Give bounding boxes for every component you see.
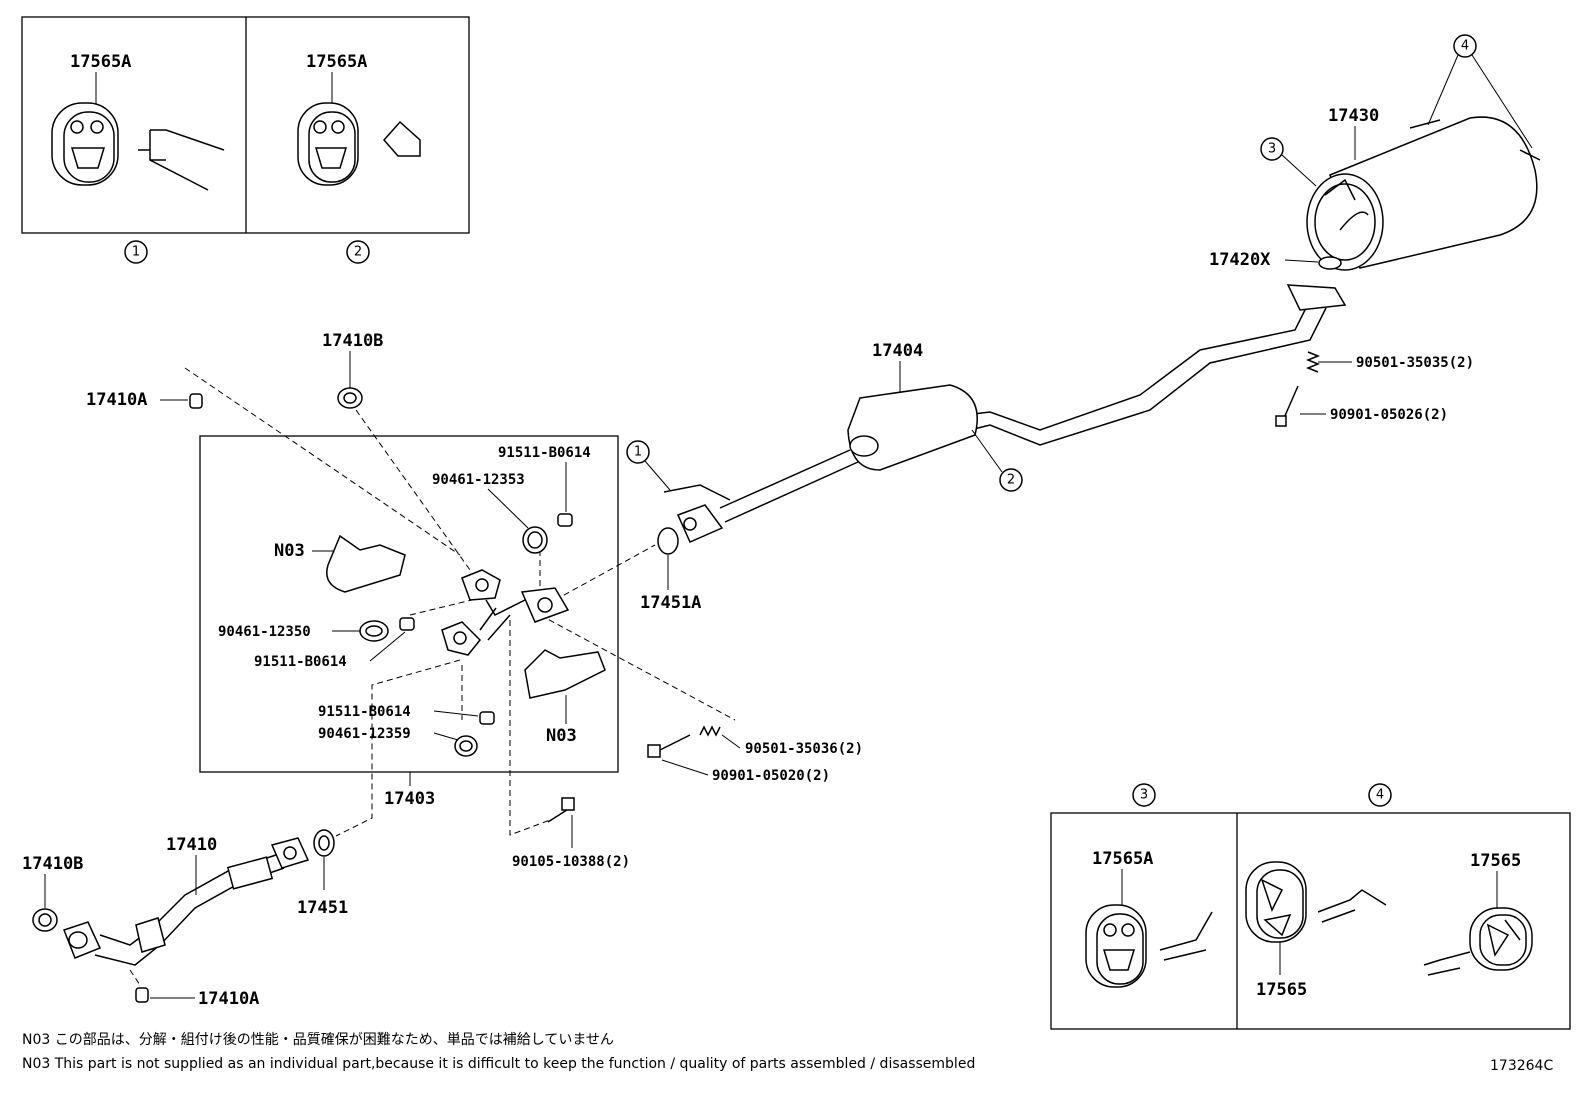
label-17410a-bot[interactable]: 17410A: [198, 989, 259, 1009]
bolt-91511-b0614-a[interactable]: [557, 513, 573, 527]
rubber-hanger-box1[interactable]: [51, 102, 119, 186]
label-91511-b0614-b[interactable]: 91511-B0614: [254, 654, 347, 670]
clamp-90461-12350[interactable]: [359, 620, 389, 642]
gasket-17410b-top[interactable]: [337, 387, 363, 409]
rubber-hanger-box2[interactable]: [297, 102, 359, 186]
svg-text:1: 1: [132, 245, 140, 260]
nut-17410a-top[interactable]: [189, 393, 203, 409]
svg-text:4: 4: [1461, 39, 1469, 54]
assembly-box-17403: [199, 435, 619, 773]
label-17410b-top[interactable]: 17410B: [322, 331, 383, 351]
callout-3-box: 3: [1132, 783, 1156, 807]
label-17410[interactable]: 17410: [166, 835, 217, 855]
tail-muffler[interactable]: [1306, 116, 1541, 271]
bracket-box1: [138, 129, 225, 191]
svg-text:2: 2: [1007, 473, 1015, 488]
label-17404[interactable]: 17404: [872, 341, 923, 361]
bolt-90901-05020[interactable]: [647, 734, 691, 758]
label-17451[interactable]: 17451: [297, 898, 348, 918]
spring-90501-35036[interactable]: [699, 725, 721, 737]
callout-2-box: 2: [346, 240, 370, 264]
label-17565-box4-right[interactable]: 17565: [1470, 851, 1521, 871]
gasket-17420x[interactable]: [1318, 256, 1342, 270]
callout-1-box: 1: [124, 240, 148, 264]
label-n03-b[interactable]: N03: [546, 726, 577, 746]
label-90461-12350[interactable]: 90461-12350: [218, 624, 311, 640]
dashed-guide-d: [539, 614, 736, 721]
callout-3-top: 3: [1260, 137, 1284, 161]
bolt-90105-10388[interactable]: [547, 797, 575, 823]
dashed-guide-e: [335, 659, 461, 837]
note-english: N03 This part is not supplied as an indi…: [22, 1056, 975, 1072]
bolt-91511-b0614-c[interactable]: [479, 711, 495, 725]
label-17565a-box1[interactable]: 17565A: [70, 52, 131, 72]
label-17565a-box3[interactable]: 17565A: [1092, 849, 1153, 869]
bolt-90901-05026[interactable]: [1275, 385, 1299, 427]
label-90901-05020[interactable]: 90901-05020(2): [712, 768, 830, 784]
label-17403[interactable]: 17403: [384, 789, 435, 809]
dashed-guide-j: [129, 969, 141, 986]
bracket-box4-left: [1317, 889, 1387, 923]
label-17420x[interactable]: 17420X: [1209, 250, 1271, 270]
dashed-guide-c: [554, 544, 656, 601]
clamp-90461-12359[interactable]: [454, 735, 478, 757]
label-90501-35036[interactable]: 90501-35036(2): [745, 741, 863, 757]
label-91511-b0614-a[interactable]: 91511-B0614: [498, 445, 591, 461]
svg-text:1: 1: [634, 445, 642, 460]
spring-90501-35035[interactable]: [1305, 351, 1321, 373]
label-90461-12353[interactable]: 90461-12353: [432, 472, 525, 488]
dashed-guide-h: [409, 597, 481, 616]
figure-code: 173264C: [1490, 1058, 1553, 1074]
label-17565a-box2[interactable]: 17565A: [306, 52, 367, 72]
rubber-hanger-box4-right[interactable]: [1469, 907, 1533, 971]
callout-4-box: 4: [1368, 783, 1392, 807]
rubber-hanger-box3[interactable]: [1085, 904, 1147, 988]
nut-17410a-bot[interactable]: [135, 987, 149, 1003]
center-pipe-17404[interactable]: [663, 284, 1347, 543]
svg-text:3: 3: [1268, 142, 1276, 157]
callout-1-pipe: 1: [626, 440, 650, 464]
callout-2-pipe: 2: [999, 468, 1023, 492]
front-pipe-17410[interactable]: [63, 837, 310, 966]
label-17565-box4-left[interactable]: 17565: [1256, 980, 1307, 1000]
label-90105-10388[interactable]: 90105-10388(2): [512, 854, 630, 870]
svg-text:4: 4: [1376, 788, 1384, 803]
dashed-guide-g: [509, 620, 551, 836]
label-90901-05026[interactable]: 90901-05026(2): [1330, 407, 1448, 423]
bracket-box3: [1159, 911, 1213, 961]
label-90501-35035[interactable]: 90501-35035(2): [1356, 355, 1474, 371]
label-90461-12359[interactable]: 90461-12359: [318, 726, 411, 742]
label-17410b-bot[interactable]: 17410B: [22, 854, 83, 874]
label-n03-a[interactable]: N03: [274, 541, 305, 561]
gasket-17451[interactable]: [313, 829, 335, 857]
label-17430[interactable]: 17430: [1328, 106, 1379, 126]
svg-text:3: 3: [1140, 788, 1148, 803]
gasket-17410b-bot[interactable]: [32, 908, 58, 932]
svg-text:2: 2: [354, 245, 362, 260]
bolt-91511-b0614-b[interactable]: [399, 617, 415, 631]
gasket-17451a[interactable]: [657, 527, 679, 555]
label-17451a[interactable]: 17451A: [640, 593, 701, 613]
rubber-hanger-box4-left[interactable]: [1245, 861, 1307, 943]
dashed-guide-b: [355, 409, 471, 571]
callout-4-top: 4: [1453, 34, 1477, 58]
detail-box-1-2: [21, 16, 470, 234]
heat-insulator-n03-b[interactable]: [524, 649, 606, 699]
front-y-pipe[interactable]: [441, 569, 570, 656]
note-japanese: N03 この部品は、分解・組付け後の性能・品質確保が困難なため、単品では補給して…: [22, 1032, 614, 1048]
dashed-guide-a: [184, 367, 461, 556]
detail-box-3-4: [1050, 812, 1571, 1030]
clamp-90461-12353[interactable]: [522, 526, 548, 554]
heat-insulator-n03-a[interactable]: [326, 534, 406, 593]
bracket-box2: [383, 120, 421, 157]
label-17410a-top[interactable]: 17410A: [86, 390, 147, 410]
bracket-box4-right: [1423, 951, 1471, 976]
label-91511-b0614-c[interactable]: 91511-B0614: [318, 704, 411, 720]
